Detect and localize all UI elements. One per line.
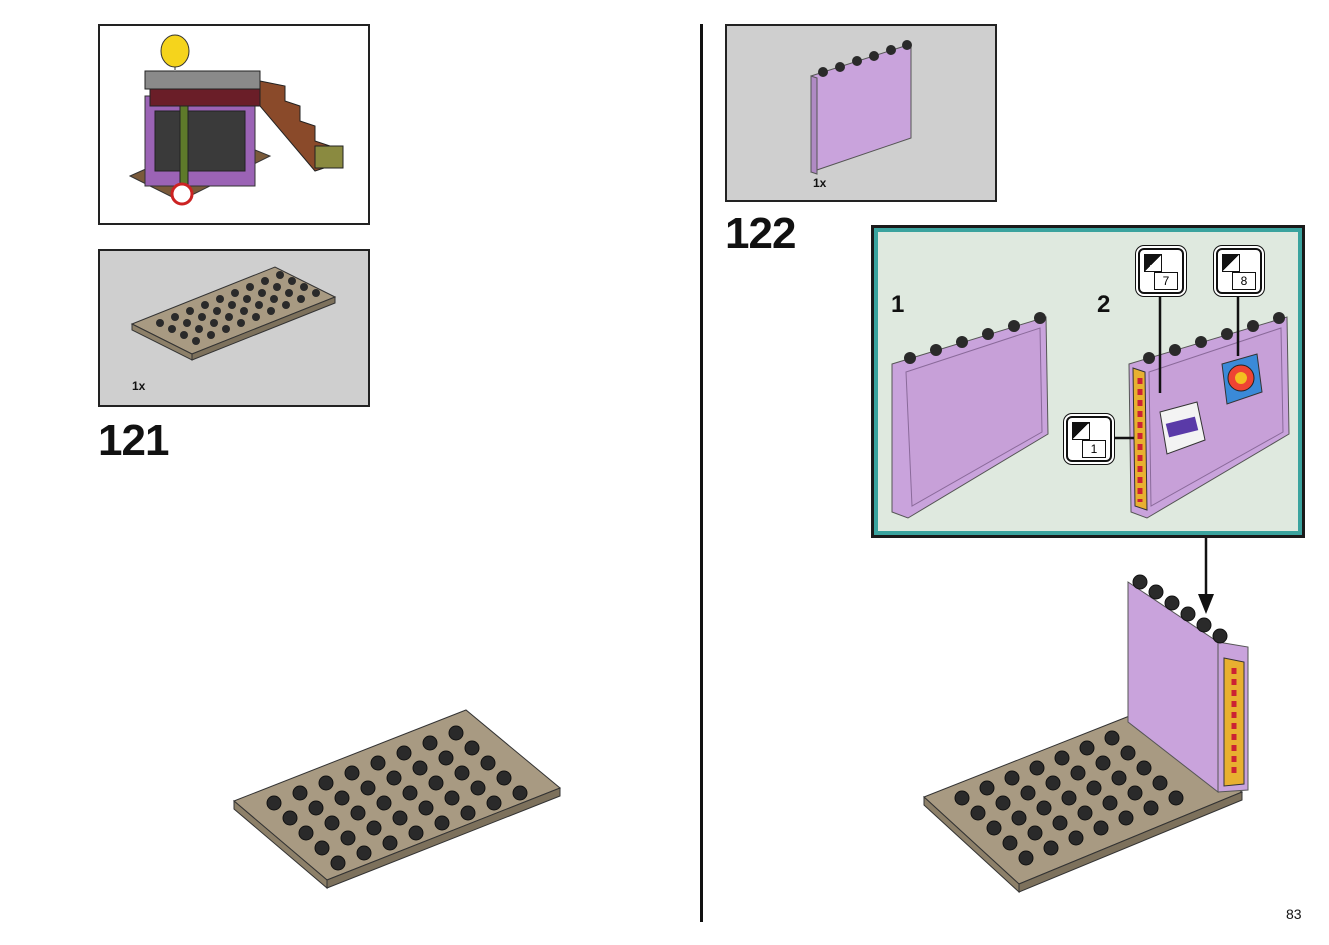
substep-number-1: 1 bbox=[891, 291, 905, 318]
sticker-callout-1: 1 bbox=[1066, 416, 1112, 462]
parts-quantity: 1x bbox=[132, 379, 146, 393]
sticker-corner-icon bbox=[1144, 254, 1162, 272]
sticker-callout-7: 7 bbox=[1138, 248, 1184, 294]
sticker-callout-8: 8 bbox=[1216, 248, 1262, 294]
plate-with-panel-assembly-illustration bbox=[923, 574, 1249, 894]
page-divider bbox=[700, 24, 703, 922]
parts-quantity: 1x bbox=[813, 176, 827, 190]
market-stall-model-illustration bbox=[128, 34, 344, 206]
parts-callout-step-122: 1x bbox=[725, 24, 997, 202]
substep-number-2: 2 bbox=[1097, 291, 1111, 318]
lavender-panel-part-icon bbox=[810, 40, 912, 175]
placement-arrow-icon bbox=[1198, 538, 1214, 614]
blank-lavender-panel bbox=[891, 312, 1049, 519]
page-number: 83 bbox=[1286, 906, 1302, 922]
decorated-lavender-panel bbox=[1128, 312, 1290, 519]
sticker-corner-icon bbox=[1222, 254, 1240, 272]
plate-assembly-illustration bbox=[233, 709, 561, 890]
step-number-122: 122 bbox=[725, 209, 796, 258]
sticker-leader-lines bbox=[1113, 294, 1240, 440]
parts-callout-step-121: 1x bbox=[98, 249, 370, 407]
sticker-number: 8 bbox=[1232, 272, 1256, 290]
plate-6x10-part-icon bbox=[130, 266, 337, 361]
sticker-number: 1 bbox=[1082, 440, 1106, 458]
previous-model-image-box bbox=[98, 24, 370, 225]
step-number-121: 121 bbox=[98, 416, 169, 465]
sticker-number: 7 bbox=[1154, 272, 1178, 290]
substep-callout-box: 1 2 7 8 bbox=[871, 225, 1305, 538]
sticker-corner-icon bbox=[1072, 422, 1090, 440]
